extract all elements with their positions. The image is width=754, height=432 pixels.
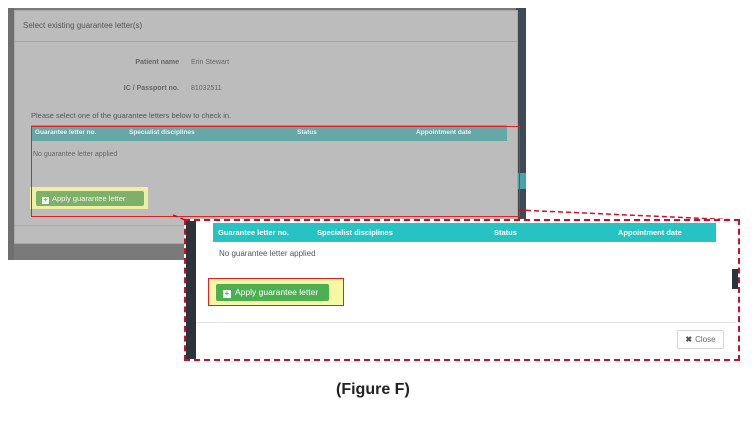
guarantee-letter-modal: Select existing guarantee letter(s) Pati… [14, 10, 518, 244]
background-strip-right [516, 8, 526, 260]
background-strip-left [8, 8, 14, 260]
empty-table-message: No guarantee letter applied [33, 151, 118, 158]
plus-square-icon: + [223, 289, 231, 298]
ic-passport-label: IC / Passport no. [123, 85, 179, 92]
figure-caption: (Figure F) [336, 381, 410, 398]
highlight-box-table [31, 126, 520, 217]
zoomed-column-appointment-date: Appointment date [618, 228, 682, 237]
column-guarantee-letter-no: Guarantee letter no. [35, 129, 97, 136]
zoomed-table-header: Guarantee letter no. Specialist discipli… [213, 223, 716, 242]
zoomed-column-guarantee-letter-no: Guarantee letter no. [218, 228, 289, 237]
modal-screenshot-dimmed: Select existing guarantee letter(s) Pati… [8, 8, 526, 260]
apply-guarantee-letter-button[interactable]: +Apply guarantee letter [36, 191, 144, 206]
zoomed-inset: Guarantee letter no. Specialist discipli… [184, 219, 740, 361]
connector-line-left [172, 214, 186, 221]
zoomed-column-specialist-disciplines: Specialist disciplines [317, 228, 393, 237]
background-teal-edge [516, 173, 526, 189]
patient-name-label: Patient name [135, 59, 179, 66]
zoomed-apply-guarantee-letter-button[interactable]: + Apply guarantee letter [216, 284, 329, 301]
column-status: Status [297, 129, 317, 136]
column-specialist-disciplines: Specialist disciplines [129, 129, 195, 136]
zoomed-empty-table-message: No guarantee letter applied [219, 249, 316, 258]
column-appointment-date: Appointment date [416, 129, 472, 136]
patient-name-value: Erin Stewart [191, 59, 230, 66]
ic-passport-value: 81032511 [191, 85, 222, 92]
modal-title: Select existing guarantee letter(s) [15, 11, 517, 42]
inset-background-left [186, 221, 196, 359]
selection-instruction: Please select one of the guarantee lette… [31, 111, 232, 120]
connector-line-right [517, 209, 739, 221]
table-header: Guarantee letter no. Specialist discipli… [31, 125, 507, 141]
close-button[interactable]: ✖Close [677, 330, 724, 349]
apply-button-label: Apply guarantee letter [52, 194, 126, 203]
close-icon: ✖ [685, 335, 693, 344]
zoomed-footer-divider [196, 322, 736, 323]
close-button-label: Close [695, 335, 716, 344]
zoomed-column-status: Status [494, 228, 517, 237]
inset-background-right [732, 269, 738, 289]
zoomed-apply-button-label: Apply guarantee letter [235, 287, 319, 297]
plus-square-icon: + [42, 197, 49, 204]
